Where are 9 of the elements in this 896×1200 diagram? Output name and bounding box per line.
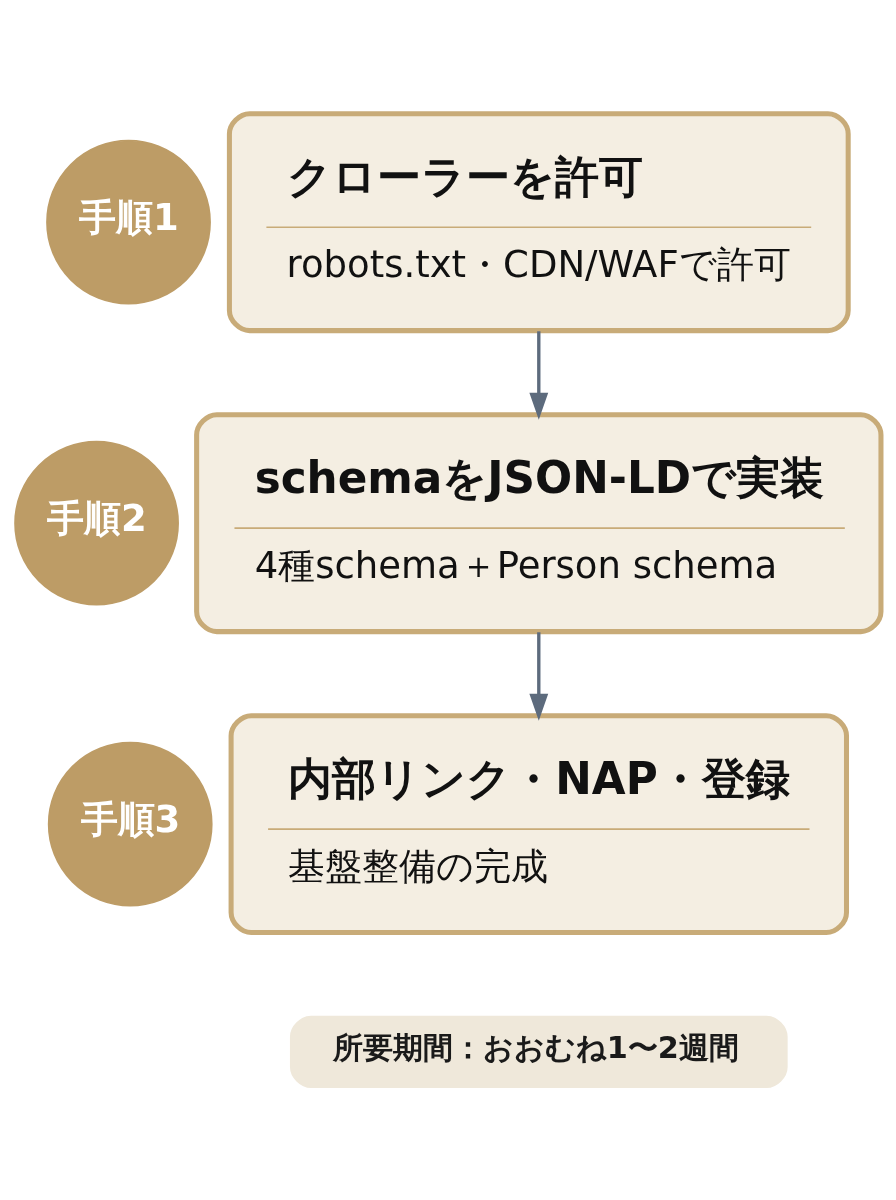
node-box: クローラーを許可 robots.txt・CDN/WAFで許可 (226, 110, 851, 333)
arrow (529, 330, 549, 420)
node-box: schemaをJSON-LDで実装 4種schema＋Person schema (194, 411, 884, 634)
arrow (529, 631, 549, 721)
node-box: 所要期間：おおむね1〜2週間 (289, 1015, 788, 1088)
node-box: 内部リンク・NAP・登録 基盤整備の完成 (228, 712, 849, 935)
node-circle: 手順2 (14, 440, 179, 606)
node-circle: 手順3 (47, 741, 213, 906)
node-circle: 手順1 (46, 139, 211, 305)
